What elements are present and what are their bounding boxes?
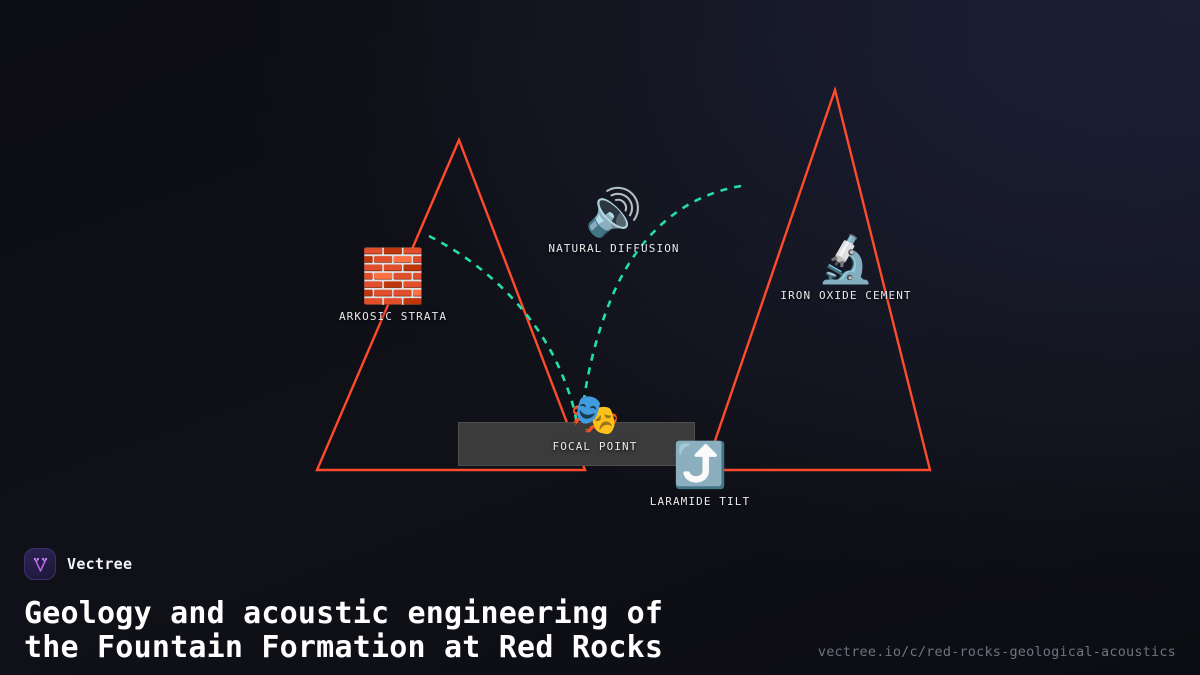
brand-name: Vectree: [67, 555, 133, 573]
footer-url: vectree.io/c/red-rocks-geological-acoust…: [817, 644, 1176, 660]
performing-arts-masks-icon: 🎭: [570, 392, 620, 438]
diagram-canvas: 🧱 ARKOSIC STRATA 🔊 NATURAL DIFFUSION 🔬 I…: [315, 85, 932, 509]
diagram-node-iron-oxide-cement[interactable]: 🔬 IRON OXIDE CEMENT: [780, 236, 911, 302]
page-title: Geology and acoustic engineering of the …: [24, 596, 664, 665]
path-acoustic-ray-right: [579, 184, 742, 428]
node-label-natural-diffusion: NATURAL DIFFUSION: [548, 242, 680, 255]
focal-point-plate: [458, 422, 695, 466]
diagram-node-natural-diffusion[interactable]: 🔊 NATURAL DIFFUSION: [548, 189, 679, 255]
shape-left-formation: [315, 136, 587, 472]
loudspeaker-icon: 🔊: [585, 185, 643, 239]
diagram-vector-layer: [315, 85, 932, 472]
brick-wall-icon: 🧱: [360, 247, 426, 307]
footer: Vectree Geology and acoustic engineering…: [0, 535, 1200, 675]
node-label-laramide-tilt: LARAMIDE TILT: [649, 495, 751, 508]
node-label-iron-oxide-cement: IRON OXIDE CEMENT: [780, 289, 912, 302]
path-acoustic-ray-left: [428, 234, 579, 428]
node-label-arkosic-strata: ARKOSIC STRATA: [338, 310, 448, 323]
arrow-heading-up-icon: ⤴️: [672, 440, 728, 491]
diagram-node-laramide-tilt[interactable]: ⤴️ LARAMIDE TILT: [649, 440, 751, 509]
node-label-focal-point: FOCAL POINT: [552, 440, 638, 453]
diagram-node-focal-point[interactable]: 🎭 FOCAL POINT: [553, 395, 638, 453]
brand-row[interactable]: Vectree: [24, 548, 132, 580]
shape-right-formation: [703, 85, 932, 472]
microscope-icon: 🔬: [817, 232, 875, 286]
vectree-tree-logo-icon: [24, 548, 56, 580]
diagram-node-arkosic-strata[interactable]: 🧱 ARKOSIC STRATA: [339, 251, 447, 323]
